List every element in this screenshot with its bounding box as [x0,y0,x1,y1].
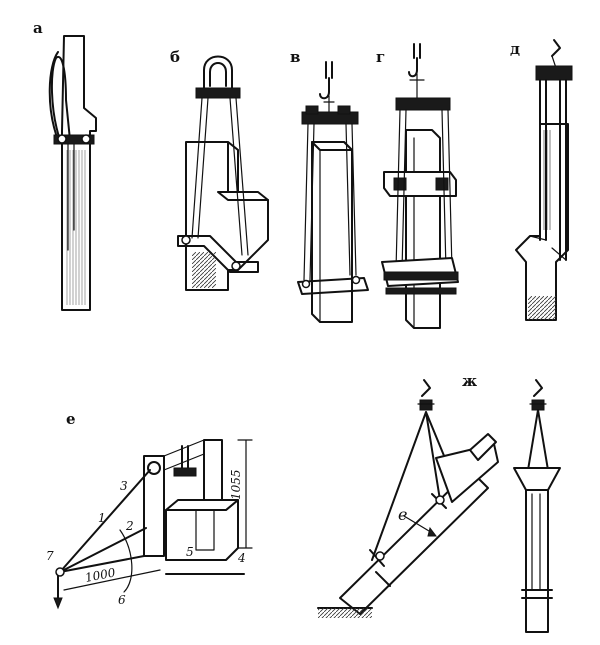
callout-4: 4 [237,551,246,565]
traverse-beam-g [395,97,451,111]
callout-6: 6 [118,593,126,607]
figure-b-label: б [170,48,180,66]
traverse-beam-v [301,111,359,125]
figure-d-label: д [510,40,520,58]
frame-post-left [143,455,165,557]
figure-a-label: а [33,19,43,37]
figure-zh-label: ж [462,372,477,390]
pulley-e [147,461,161,475]
column-g [405,129,441,329]
sling-clamp-a [53,134,95,145]
callout-7: 7 [46,549,54,563]
bottom-frame-b [177,235,259,273]
figure-zh: ж e [317,372,561,633]
figure-e: е 1000 1055 1 2 3 4 5 6 7 [46,410,253,610]
traverse-beam-b [195,87,241,99]
dimension-line-1055 [237,439,253,549]
inclined-column-zh [339,469,489,615]
callout-2: 2 [125,519,134,533]
figure-v-label: в [290,48,300,66]
callout-1: 1 [98,511,106,525]
column-d [515,123,569,321]
figure-v: в [290,48,369,323]
base-clamp-v [297,277,369,295]
dimension-1055: 1055 [229,469,243,500]
sling-loop-a [50,55,71,141]
figure-d: д [510,39,573,321]
figure-g-label: г [376,48,385,66]
dimension-1000: 1000 [84,565,117,585]
dimension-line-1000 [63,569,161,591]
eccentricity-mark: e [398,505,407,524]
collar-clamp-zh [513,467,561,491]
vertical-column-zh [525,489,549,633]
figure-e-label: е [66,410,76,428]
lifting-bail-b [203,55,233,91]
callout-5: 5 [186,545,194,559]
callout-3: 3 [120,479,128,493]
figure-a: а [33,19,97,311]
boom-lines-e [59,469,151,573]
figure-g: г [376,43,459,329]
figure-b: б [170,48,269,291]
column-v [311,141,353,323]
traverse-beam-d [535,65,573,81]
